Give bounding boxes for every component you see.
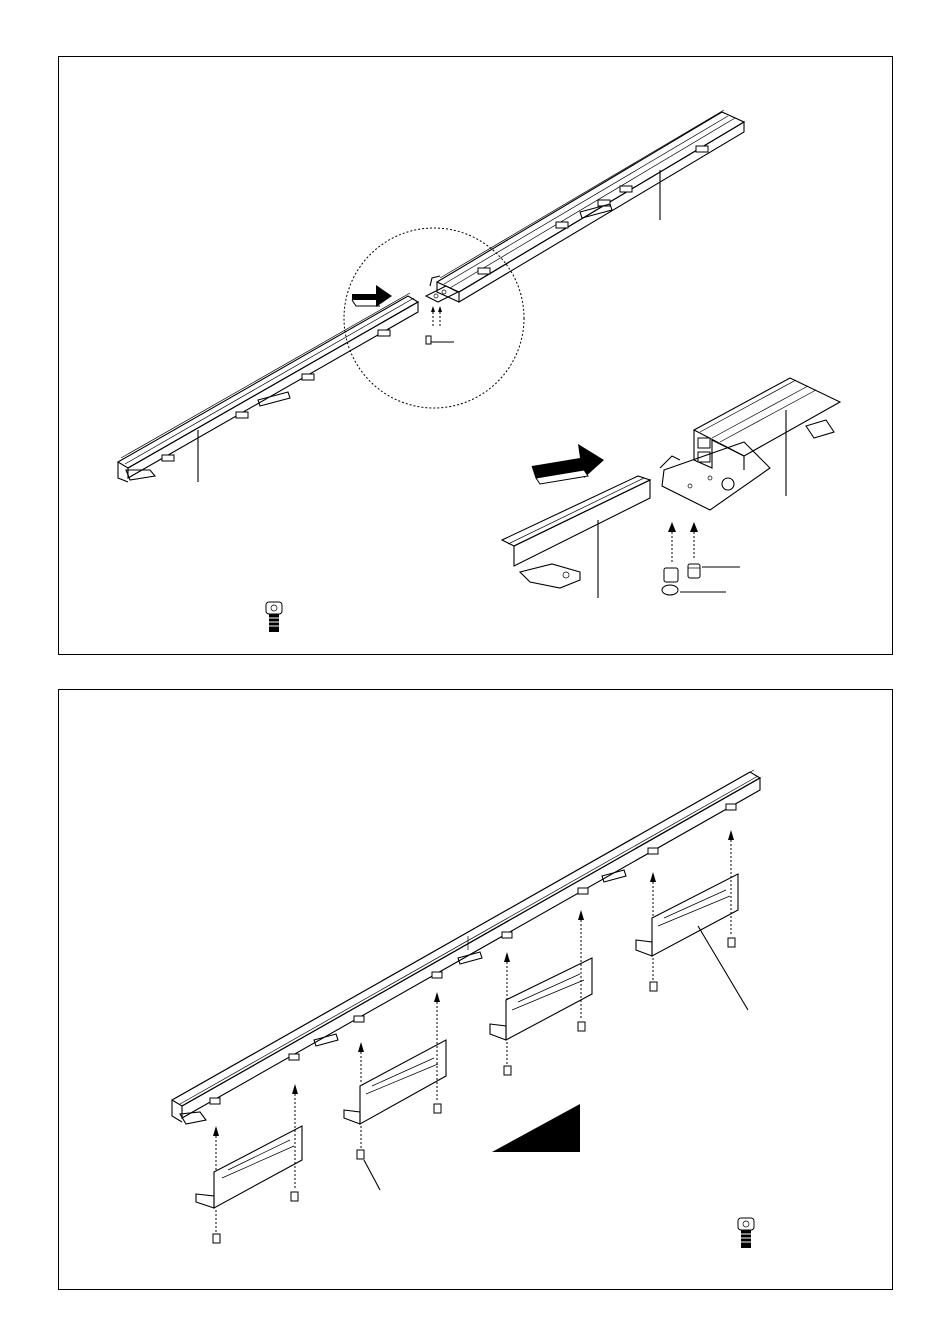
inset-screws	[662, 522, 740, 595]
push-arrow-icon	[352, 285, 392, 307]
detail-circle	[344, 228, 524, 408]
small-screws	[426, 306, 454, 344]
inset-rail-left	[502, 476, 650, 598]
push-arrow-icon-large	[532, 444, 604, 484]
hex-socket-screw-icon	[266, 602, 282, 632]
inset-rail-right	[660, 378, 840, 510]
joint-bracket	[426, 276, 458, 302]
rail-right-upper	[437, 110, 744, 302]
figure-mount-brackets	[58, 689, 893, 1290]
rail-left-lower	[118, 293, 418, 482]
